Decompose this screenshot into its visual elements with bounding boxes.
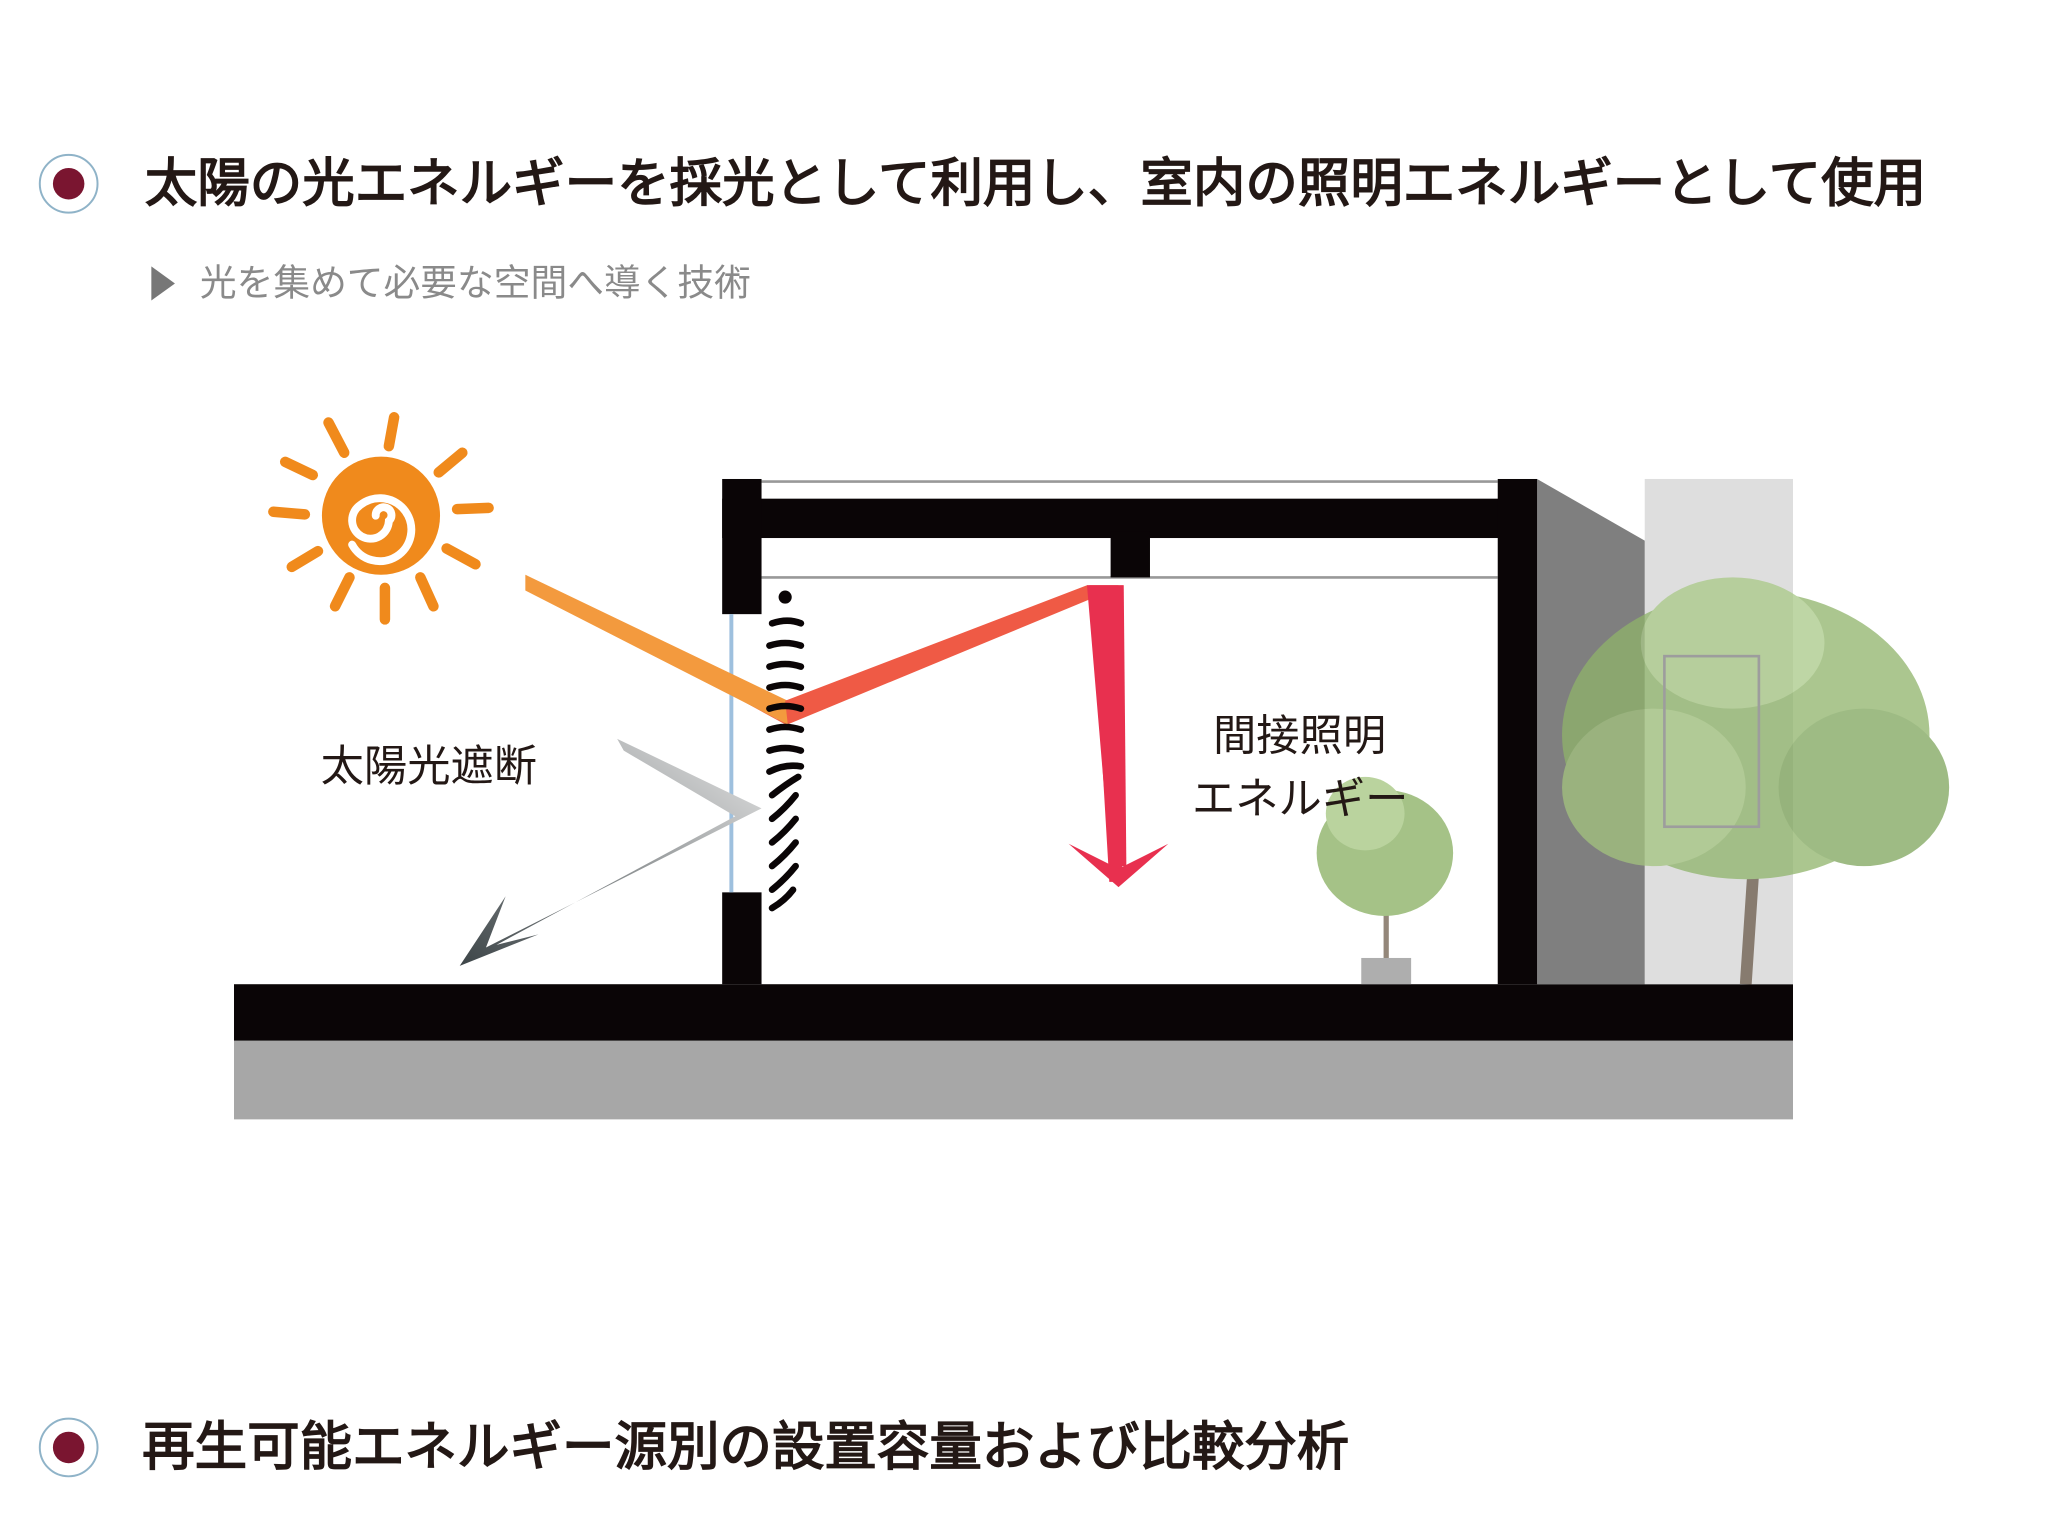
section1-title: 太陽の光エネルギーを採光として利用し、室内の照明エネルギーとして使用 [145,153,1926,214]
tree-icon [1562,577,1950,985]
section2-bullet-icon [38,1417,99,1478]
arrow-down-icon [1068,843,1169,888]
label-indirect-lighting: 間接照明 [1213,712,1386,762]
sun-icon [268,412,494,625]
section2-title: 再生可能エネルギー源別の設置容量および比較分析 [142,1417,1349,1478]
label-energy: エネルギー [1192,775,1408,825]
label-sunlight-block: 太陽光遮断 [321,742,537,792]
sunlight-ray-reflected [785,585,1124,725]
floor-slab [234,984,1793,1041]
ground [234,1040,1793,1120]
louver-blinds [766,590,805,912]
play-triangle-icon [151,266,175,301]
section1-subtitle: 光を集めて必要な空間へ導く技術 [200,261,751,304]
sunlight-ray-incoming [525,574,788,725]
indirect-light-ray [1086,585,1127,867]
house-section [722,478,1538,985]
section1-bullet-icon [38,153,99,214]
indoor-plant-icon [1316,776,1454,985]
